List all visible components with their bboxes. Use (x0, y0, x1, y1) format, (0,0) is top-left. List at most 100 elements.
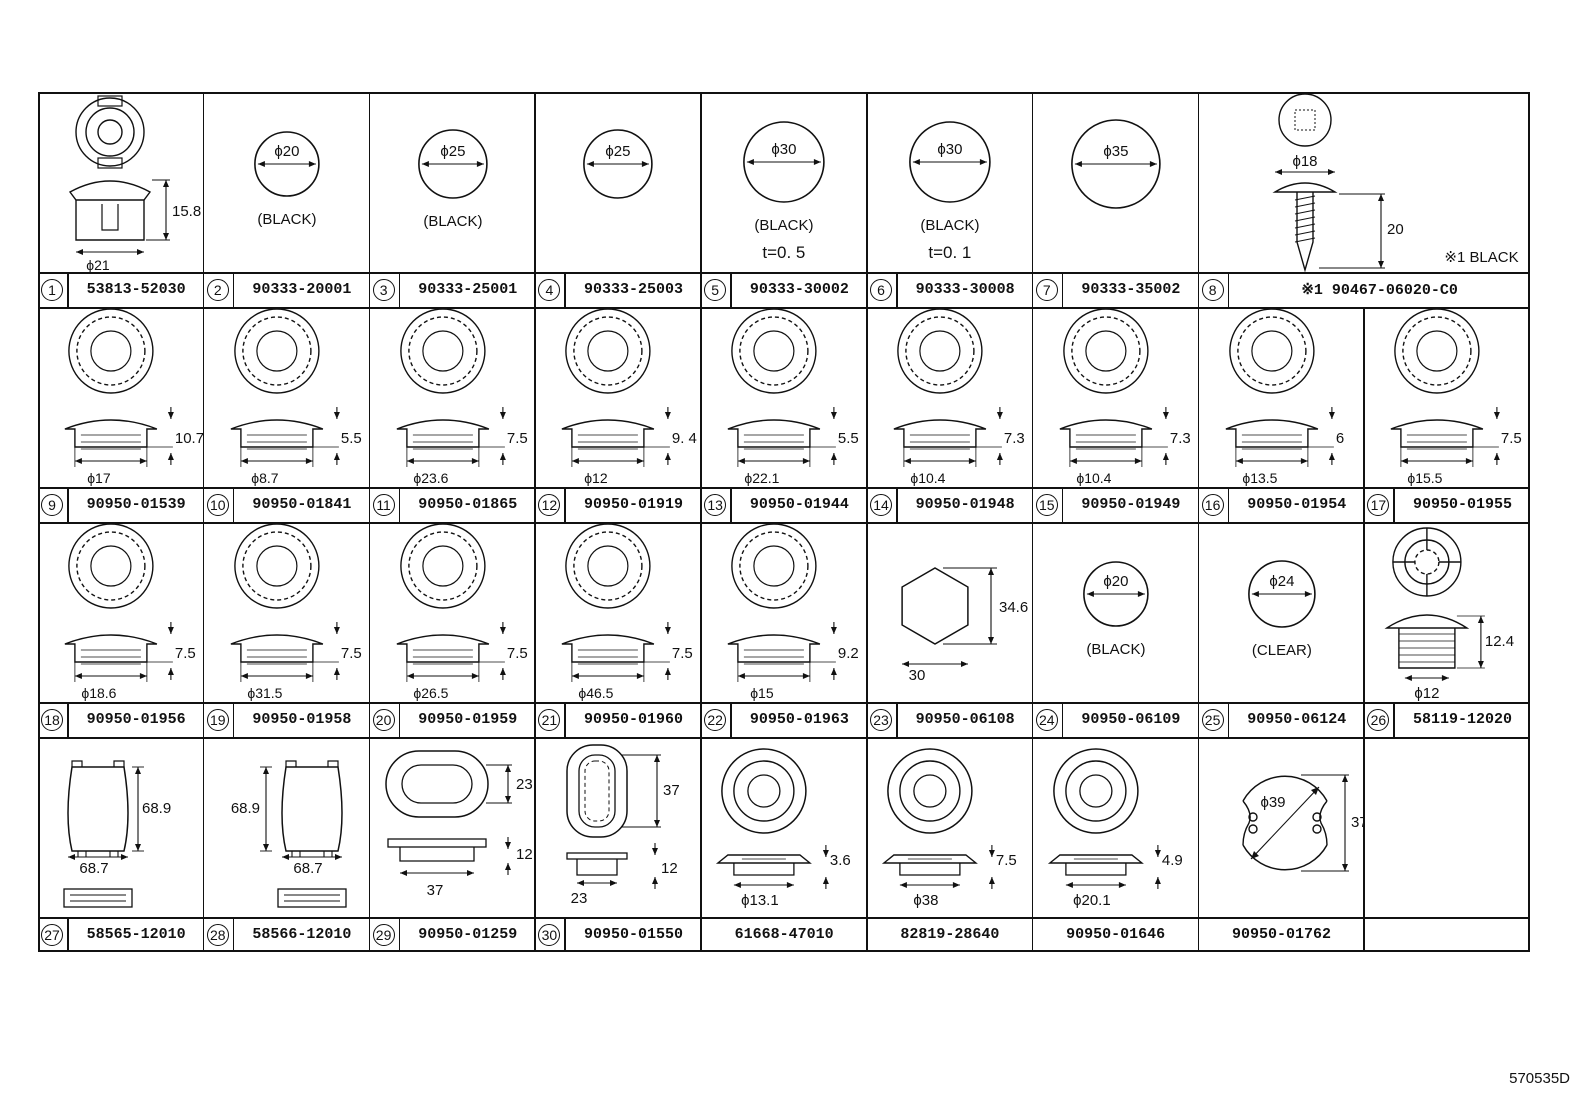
part-drawing: ϕ20(BLACK) (1082, 561, 1149, 658)
index-number: 3 (372, 278, 395, 301)
part-number: 90333-30002 (749, 281, 849, 298)
part-cell-empty (1364, 737, 1530, 952)
column-divider (534, 737, 536, 952)
separator (67, 917, 69, 952)
part-number: 90950-01646 (1066, 926, 1166, 943)
separator (232, 487, 235, 522)
part-number: 90333-20001 (252, 281, 352, 298)
part-drawing: ϕ25 (583, 129, 654, 199)
column-divider (1031, 522, 1034, 737)
dimension-label: 7.3 (1004, 430, 1025, 447)
dimension-label: ϕ13.1 (741, 892, 779, 909)
row-divider (38, 307, 1530, 309)
separator (398, 917, 401, 952)
index-number: 27 (41, 923, 63, 946)
dimension-label: ϕ12 (1415, 685, 1440, 702)
part-number: 90950-01955 (1413, 496, 1513, 513)
dimension-label: ϕ23.6 (413, 470, 448, 486)
index-number: 2 (206, 278, 229, 301)
separator (896, 272, 898, 307)
separator (67, 487, 69, 522)
diameter-label: ϕ24 (1269, 573, 1294, 590)
dimension-label: 6 (1335, 430, 1343, 447)
dimension-label: 37 (663, 782, 680, 799)
column-divider (1197, 522, 1200, 737)
column-divider (534, 307, 536, 522)
index-number: 8 (1201, 278, 1224, 301)
part-label: 90950-01646 (1033, 917, 1199, 952)
part-number: 90950-01841 (252, 496, 352, 513)
part-number: 58565-12010 (86, 926, 186, 943)
dimension-label: 37 (1351, 814, 1365, 831)
part-label: 10 90950-01841 (204, 487, 370, 522)
dimension-label: ϕ13.5 (1242, 470, 1277, 486)
part-number: 90333-30008 (915, 281, 1015, 298)
column-divider (1197, 307, 1200, 522)
part-label (1364, 917, 1530, 952)
label-strip-top (38, 917, 1530, 919)
grid-border-bottom (38, 950, 1530, 952)
dimension-label: ϕ15 (750, 685, 774, 701)
dimension-label: 7.5 (672, 645, 693, 662)
note-label: (BLACK) (755, 217, 814, 234)
separator (564, 487, 566, 522)
dimension-label: ϕ21 (86, 257, 110, 272)
separator (1227, 487, 1230, 522)
part-number: 90950-01944 (749, 496, 849, 513)
note-label: t=0. 1 (928, 243, 971, 262)
part-number: 90950-01865 (418, 496, 518, 513)
dimension-label: 30 (909, 667, 926, 684)
diameter-label: ϕ30 (772, 141, 797, 158)
part-label: 61668-47010 (701, 917, 867, 952)
separator (730, 702, 732, 737)
part-number: 90950-01960 (584, 711, 684, 728)
figure-code: 570535D (1509, 1070, 1570, 1087)
separator (896, 487, 898, 522)
grid-border-top (38, 92, 1530, 94)
dimension-label: 23 (571, 890, 588, 907)
column-divider (1031, 307, 1034, 522)
index-number: 20 (372, 708, 395, 731)
index-number: 10 (206, 493, 229, 516)
part-drawing: ϕ20(BLACK) (253, 131, 320, 228)
column-divider (1031, 92, 1034, 307)
index-number: 5 (704, 278, 727, 301)
index-number: 9 (41, 493, 63, 516)
part-number: 90333-35002 (1081, 281, 1181, 298)
part-drawing: ϕ24(CLEAR) (1247, 560, 1316, 659)
dimension-label: 12.4 (1485, 633, 1514, 650)
part-number: 82819-28640 (900, 926, 1000, 943)
note-label: (BLACK) (423, 213, 482, 230)
column-divider (202, 307, 205, 522)
part-number: 90950-01956 (86, 711, 186, 728)
diameter-label: ϕ25 (440, 143, 465, 160)
dimension-label: ϕ10.4 (910, 470, 945, 486)
